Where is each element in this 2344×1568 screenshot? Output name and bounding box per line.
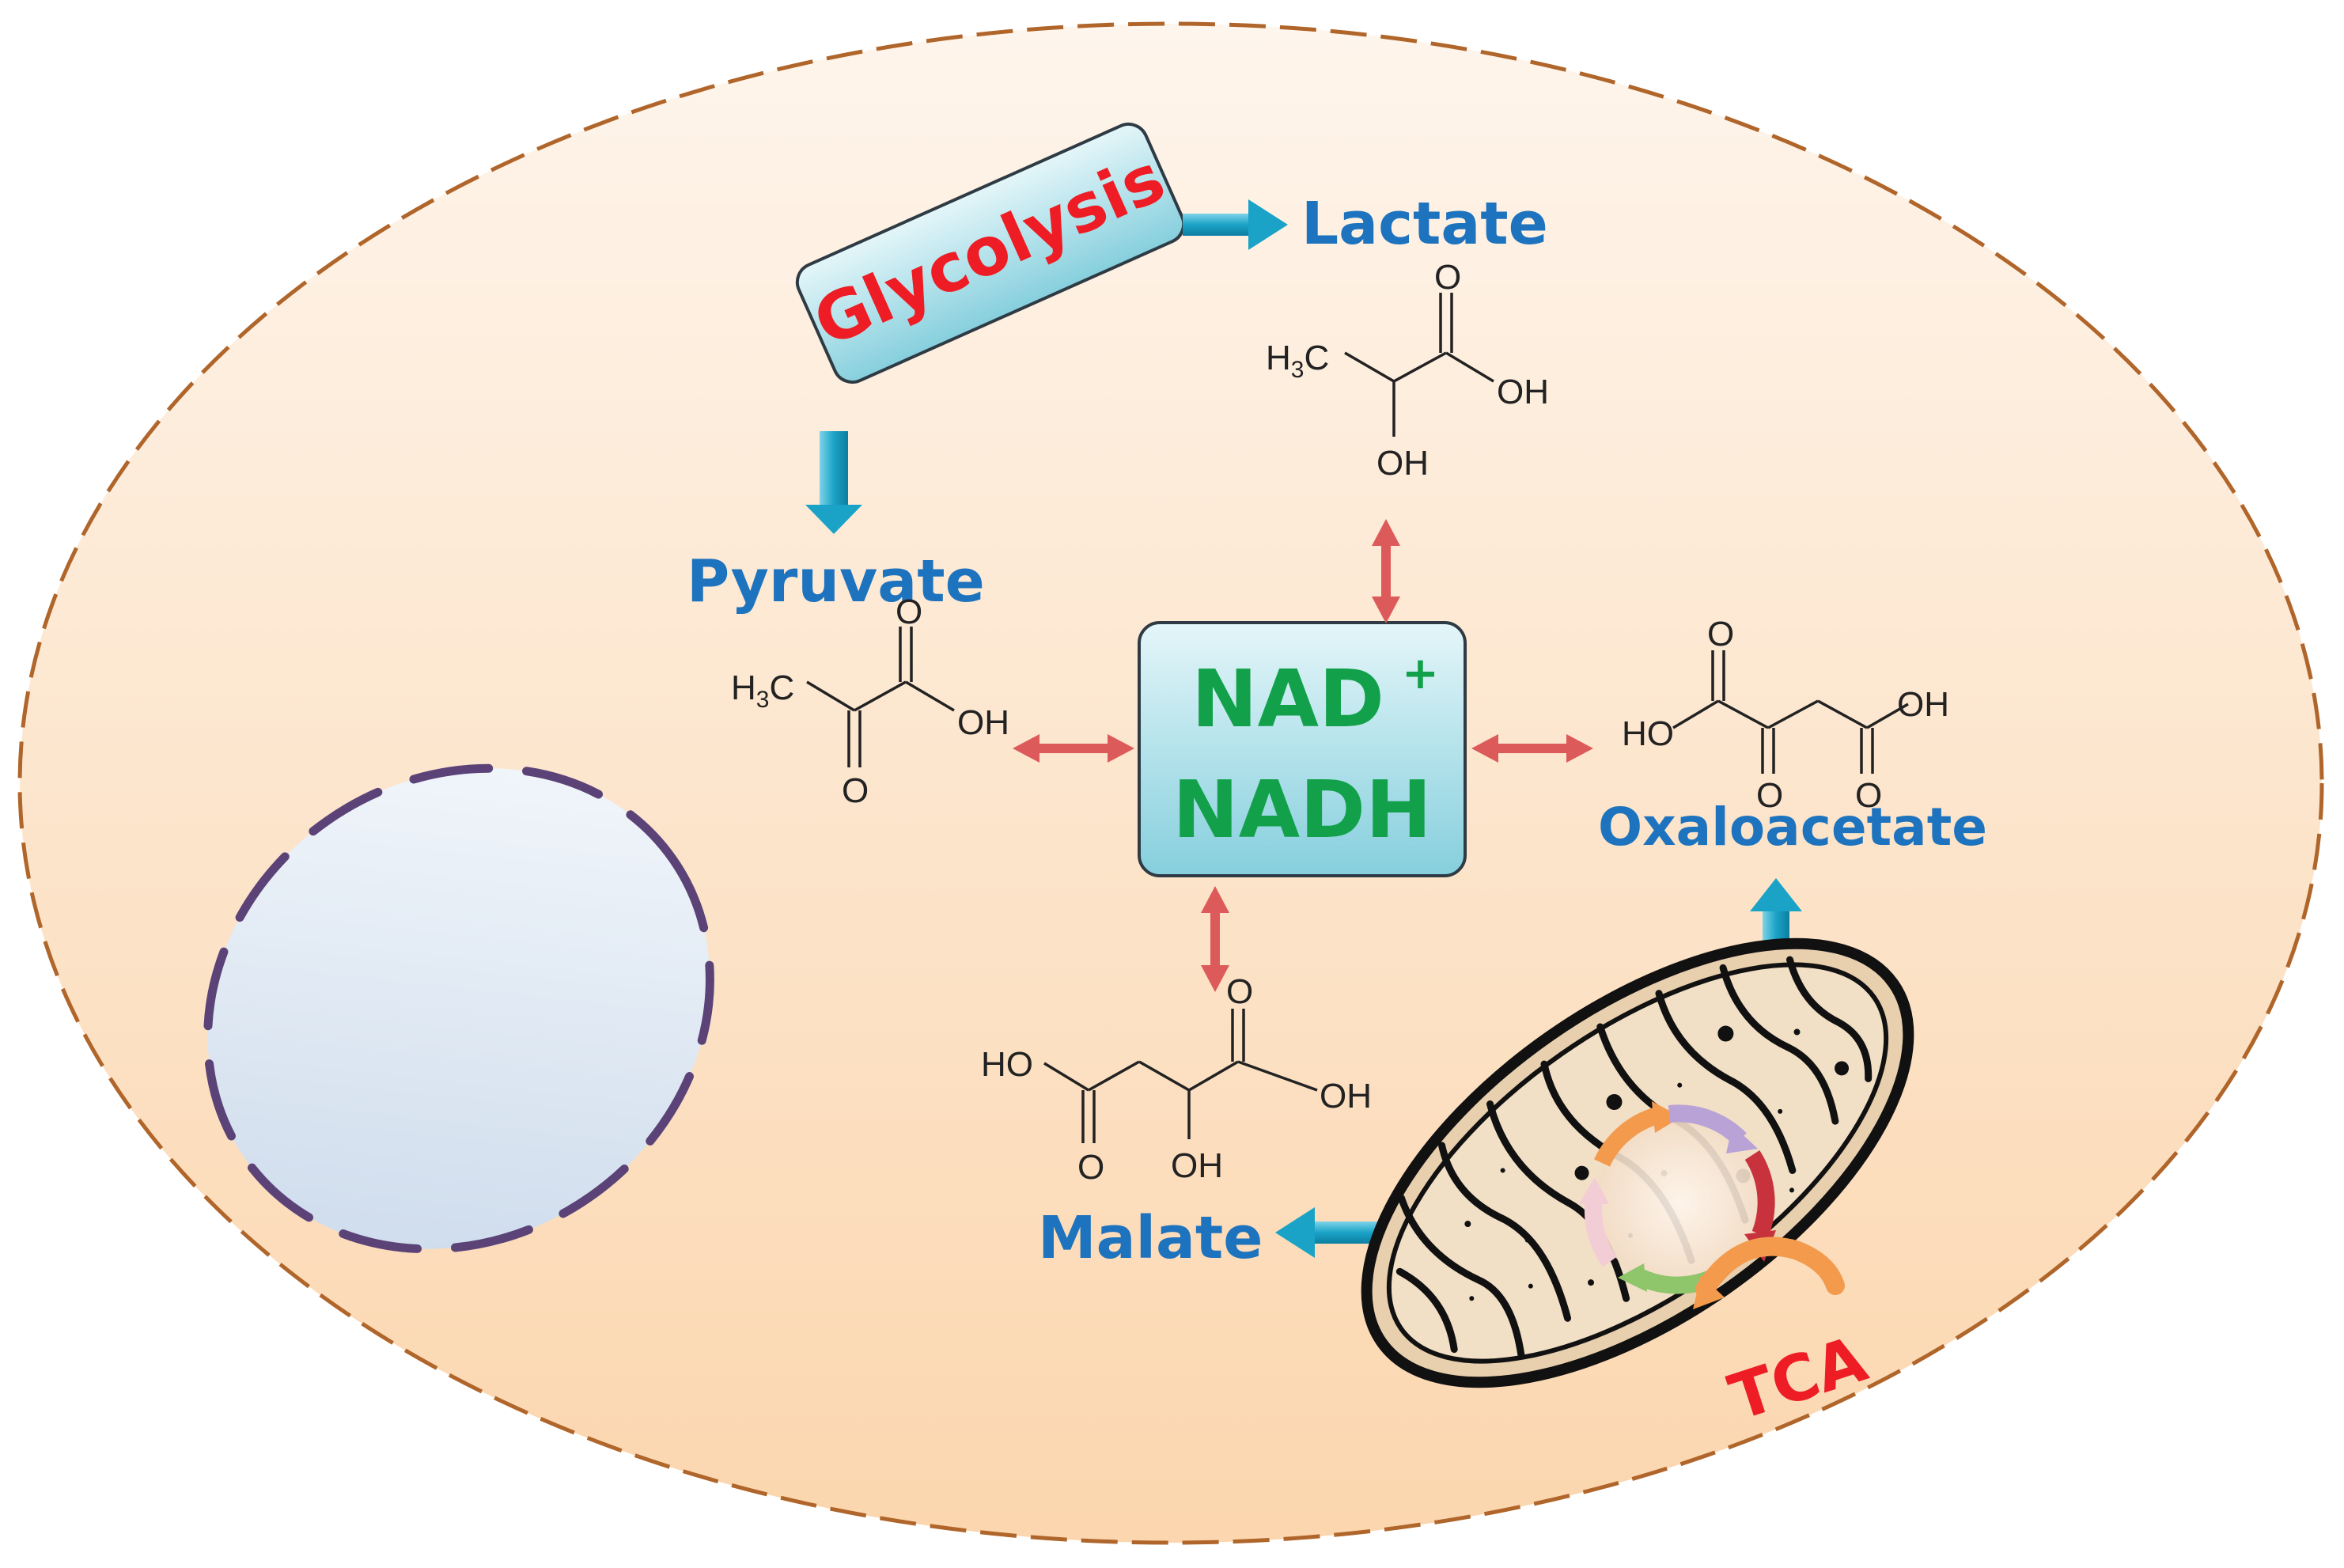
oxaloacetate-label: Oxaloacetate — [1598, 797, 1987, 858]
lactate-methyl: H3C — [1266, 339, 1329, 383]
exchange-arrows — [1013, 519, 1593, 992]
malate-structure: HO O OH O OH — [981, 972, 1372, 1187]
malate-carbonyl-o-2: O — [1226, 972, 1253, 1011]
flow-arrow-to-pyruvate — [805, 431, 862, 534]
pyruvate-methyl: H3C — [731, 668, 794, 713]
nadh-label: NADH — [1172, 763, 1432, 856]
malate-alcohol-oh: OH — [1171, 1146, 1223, 1185]
nucleus — [203, 763, 714, 1254]
oxaloacetate-right-oh: OH — [1897, 685, 1949, 724]
nad-plus-sign: + — [1402, 648, 1439, 699]
exchange-arrow-pyruvate — [1013, 734, 1134, 763]
pyruvate-structure: H3C O OH O — [731, 593, 1009, 810]
malate-label: Malate — [1038, 1204, 1263, 1272]
flow-arrow-to-lactate — [1183, 199, 1288, 250]
lactate-acid-oh: OH — [1497, 373, 1549, 411]
exchange-arrow-lactate — [1372, 519, 1400, 623]
pyruvate-acid-oh: OH — [957, 703, 1009, 742]
malate-right-oh: OH — [1320, 1077, 1372, 1115]
oxaloacetate-carbonyl-o-2: O — [1855, 776, 1882, 815]
pyruvate-keto-o: O — [842, 771, 869, 810]
tca-cycle — [1579, 1101, 1845, 1309]
pyruvate-carbonyl-o: O — [896, 593, 922, 631]
lactate-alcohol-oh: OH — [1376, 444, 1429, 483]
oxaloacetate-structure: HO O O O OH — [1622, 615, 1949, 815]
lactate-carbonyl-o: O — [1434, 258, 1461, 297]
exchange-arrow-malate — [1201, 886, 1229, 992]
oxaloacetate-keto-o: O — [1756, 776, 1783, 815]
exchange-arrow-oxaloacetate — [1471, 734, 1593, 763]
malate-carbonyl-o-1: O — [1077, 1148, 1104, 1187]
pyruvate-label: Pyruvate — [687, 547, 985, 615]
oxaloacetate-left-ho: HO — [1622, 714, 1674, 753]
oxaloacetate-carbonyl-o-1: O — [1707, 615, 1734, 653]
malate-left-ho: HO — [981, 1045, 1033, 1084]
nad-label: NAD — [1191, 653, 1384, 745]
lactate-structure: H3C O OH OH — [1266, 258, 1549, 483]
flow-arrow-to-malate — [1275, 1207, 1380, 1258]
lactate-label: Lactate — [1301, 190, 1548, 258]
cofactor-box: NAD + NADH — [1138, 621, 1467, 877]
